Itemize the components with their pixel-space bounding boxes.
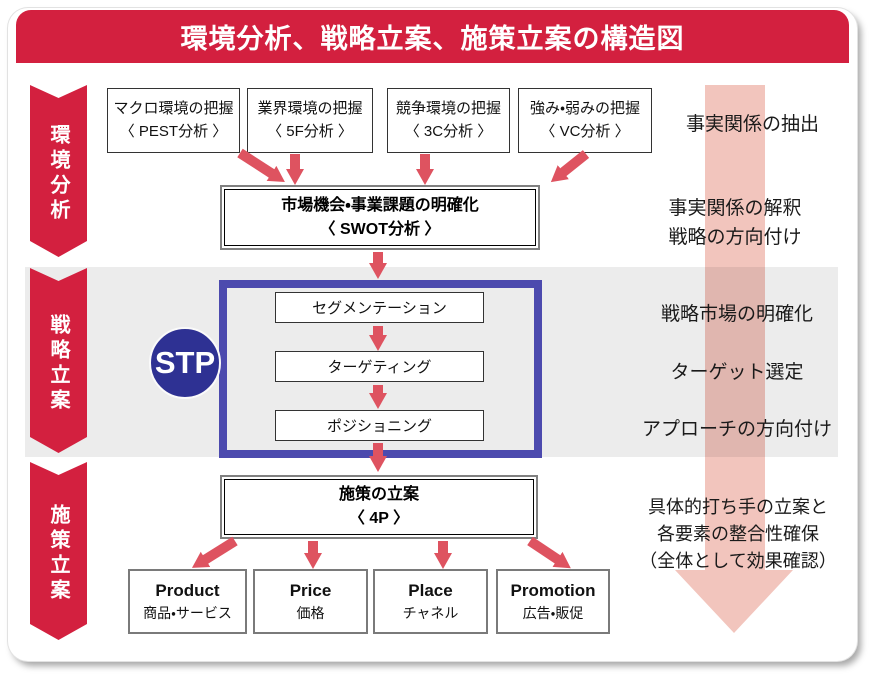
stp-step-segmentation: セグメンテーション: [275, 292, 484, 323]
analysis-box-line2: 〈 5F分析 〉: [267, 122, 353, 140]
fourp-line1: 施策の立案: [338, 486, 419, 503]
analysis-box-3c: 競争環境の把握 〈 3C分析 〉: [387, 88, 510, 153]
fourp-box-inner: 施策の立案 〈 4P 〉: [224, 479, 534, 535]
annotation-fact-interpretation: 事実関係の解釈 戦略の方向付け: [625, 195, 845, 252]
annotation-target-selection: ターゲット選定: [670, 362, 804, 383]
fourp-item-en: Promotion: [510, 580, 596, 600]
stp-step-label: セグメンテーション: [312, 300, 447, 317]
annotation-line: 事実関係の解釈: [668, 198, 802, 219]
fourp-item-ja: 広告・販促: [522, 604, 584, 621]
annotation-line: 戦略の方向付け: [668, 226, 802, 248]
analysis-box-line2: 〈 VC分析 〉: [540, 122, 630, 140]
stage-label: 施策立案: [47, 504, 69, 604]
fourp-item-ja: 商品・サービス: [143, 604, 232, 621]
fourp-item-price: Price 価格: [253, 569, 368, 634]
analysis-box-line1: マクロ環境の把握: [113, 100, 234, 117]
swot-box: 市場機会・事業課題の明確化 〈 SWOT分析 〉: [220, 185, 540, 250]
stp-badge-label: STP: [154, 345, 216, 380]
fourp-item-promotion: Promotion 広告・販促: [496, 569, 610, 634]
fourp-line2: 〈 4P 〉: [348, 510, 410, 527]
page-title: 環境分析、戦略立案、施策立案の構造図: [180, 24, 685, 54]
stage-chevron-environment-analysis: 環境分析: [30, 85, 87, 257]
analysis-box-line2: 〈 3C分析 〉: [404, 122, 493, 140]
swot-line1: 市場機会・事業課題の明確化: [281, 196, 479, 214]
fourp-item-en: Product: [155, 580, 220, 600]
fourp-item-en: Price: [289, 580, 332, 600]
swot-line2: 〈 SWOT分析 〉: [319, 220, 441, 238]
swot-box-inner: 市場機会・事業課題の明確化 〈 SWOT分析 〉: [224, 189, 536, 246]
stp-step-label: ポジショニング: [326, 418, 432, 435]
analysis-box-5f: 業界環境の把握 〈 5F分析 〉: [247, 88, 373, 153]
stage-label: 環境分析: [47, 124, 69, 224]
arrow-fourp-to-promotion: [527, 536, 571, 569]
arrow-fourp-to-product: [191, 536, 238, 568]
annotation-concrete-measures: 具体的打ち手の立案と 各要素の整合性確保 （全体として効果確認）: [617, 494, 859, 575]
annotation-line: 具体的打ち手の立案と: [648, 497, 828, 517]
analysis-box-line1: 強み・弱みの把握: [529, 100, 641, 117]
analysis-box-line1: 競争環境の把握: [395, 100, 501, 117]
analysis-box-pest: マクロ環境の把握 〈 PEST分析 〉: [107, 88, 240, 153]
big-down-arrow: [675, 85, 793, 633]
annotation-line: （全体として効果確認）: [639, 551, 837, 571]
stp-step-positioning: ポジショニング: [275, 410, 484, 441]
fourp-box: 施策の立案 〈 4P 〉: [220, 475, 538, 539]
annotation-strategic-market: 戦略市場の明確化: [660, 304, 813, 325]
stage-label: 戦略立案: [47, 313, 69, 414]
stage-chevron-measure-planning: 施策立案: [30, 462, 87, 640]
fourp-item-ja: 価格: [296, 604, 325, 621]
arrow-vc-to-swot: [550, 150, 590, 183]
fourp-item-place: Place チャネル: [373, 569, 488, 634]
stp-step-targeting: ターゲティング: [275, 351, 484, 382]
annotation-fact-extraction: 事実関係の抽出: [685, 114, 819, 135]
analysis-box-line1: 業界環境の把握: [257, 100, 363, 117]
title-bar: 環境分析、戦略立案、施策立案の構造図: [16, 10, 849, 63]
annotation-line: 各要素の整合性確保: [657, 524, 819, 544]
fourp-item-product: Product 商品・サービス: [128, 569, 247, 634]
fourp-item-en: Place: [408, 580, 453, 600]
analysis-box-vc: 強み・弱みの把握 〈 VC分析 〉: [518, 88, 652, 153]
analysis-box-line2: 〈 PEST分析 〉: [119, 122, 228, 140]
stage-chevron-strategy-planning: 戦略立案: [30, 268, 87, 453]
annotation-approach-direction: アプローチの方向付け: [641, 419, 832, 440]
arrow-pest-to-swot: [237, 148, 285, 183]
fourp-item-ja: チャネル: [402, 604, 459, 621]
stp-badge: STP: [149, 327, 221, 399]
stp-step-label: ターゲティング: [327, 359, 432, 376]
